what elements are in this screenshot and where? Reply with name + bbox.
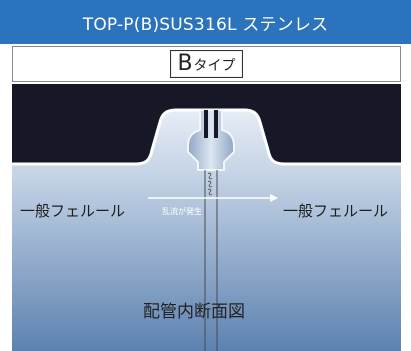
gasket <box>187 109 235 171</box>
type-suffix: タイプ <box>193 58 236 74</box>
page-title: TOP-P(B)SUS316L ステンレス <box>82 14 329 35</box>
pipe-cross-section-diagram: 一般フェルール 一般フェルール 乱流が発生 配管内断面図 <box>12 84 401 351</box>
type-label-row: B タイプ <box>12 46 401 82</box>
ferrule-label-left: 一般フェルール <box>20 202 126 220</box>
turbulence-swirls <box>207 172 213 196</box>
ferrule-body <box>12 84 401 164</box>
section-title: 配管内断面図 <box>143 302 245 322</box>
cross-section-illustration <box>12 84 401 351</box>
gasket-slot-left <box>204 110 208 138</box>
ferrule-label-right: 一般フェルール <box>283 202 389 220</box>
flow-arrow-head <box>270 194 278 202</box>
header-bar: TOP-P(B)SUS316L ステンレス <box>0 0 411 44</box>
type-letter: B <box>177 51 193 76</box>
type-badge: B タイプ <box>170 50 243 78</box>
gasket-slot-right <box>214 110 218 138</box>
turbulence-label: 乱流が発生 <box>162 207 202 216</box>
